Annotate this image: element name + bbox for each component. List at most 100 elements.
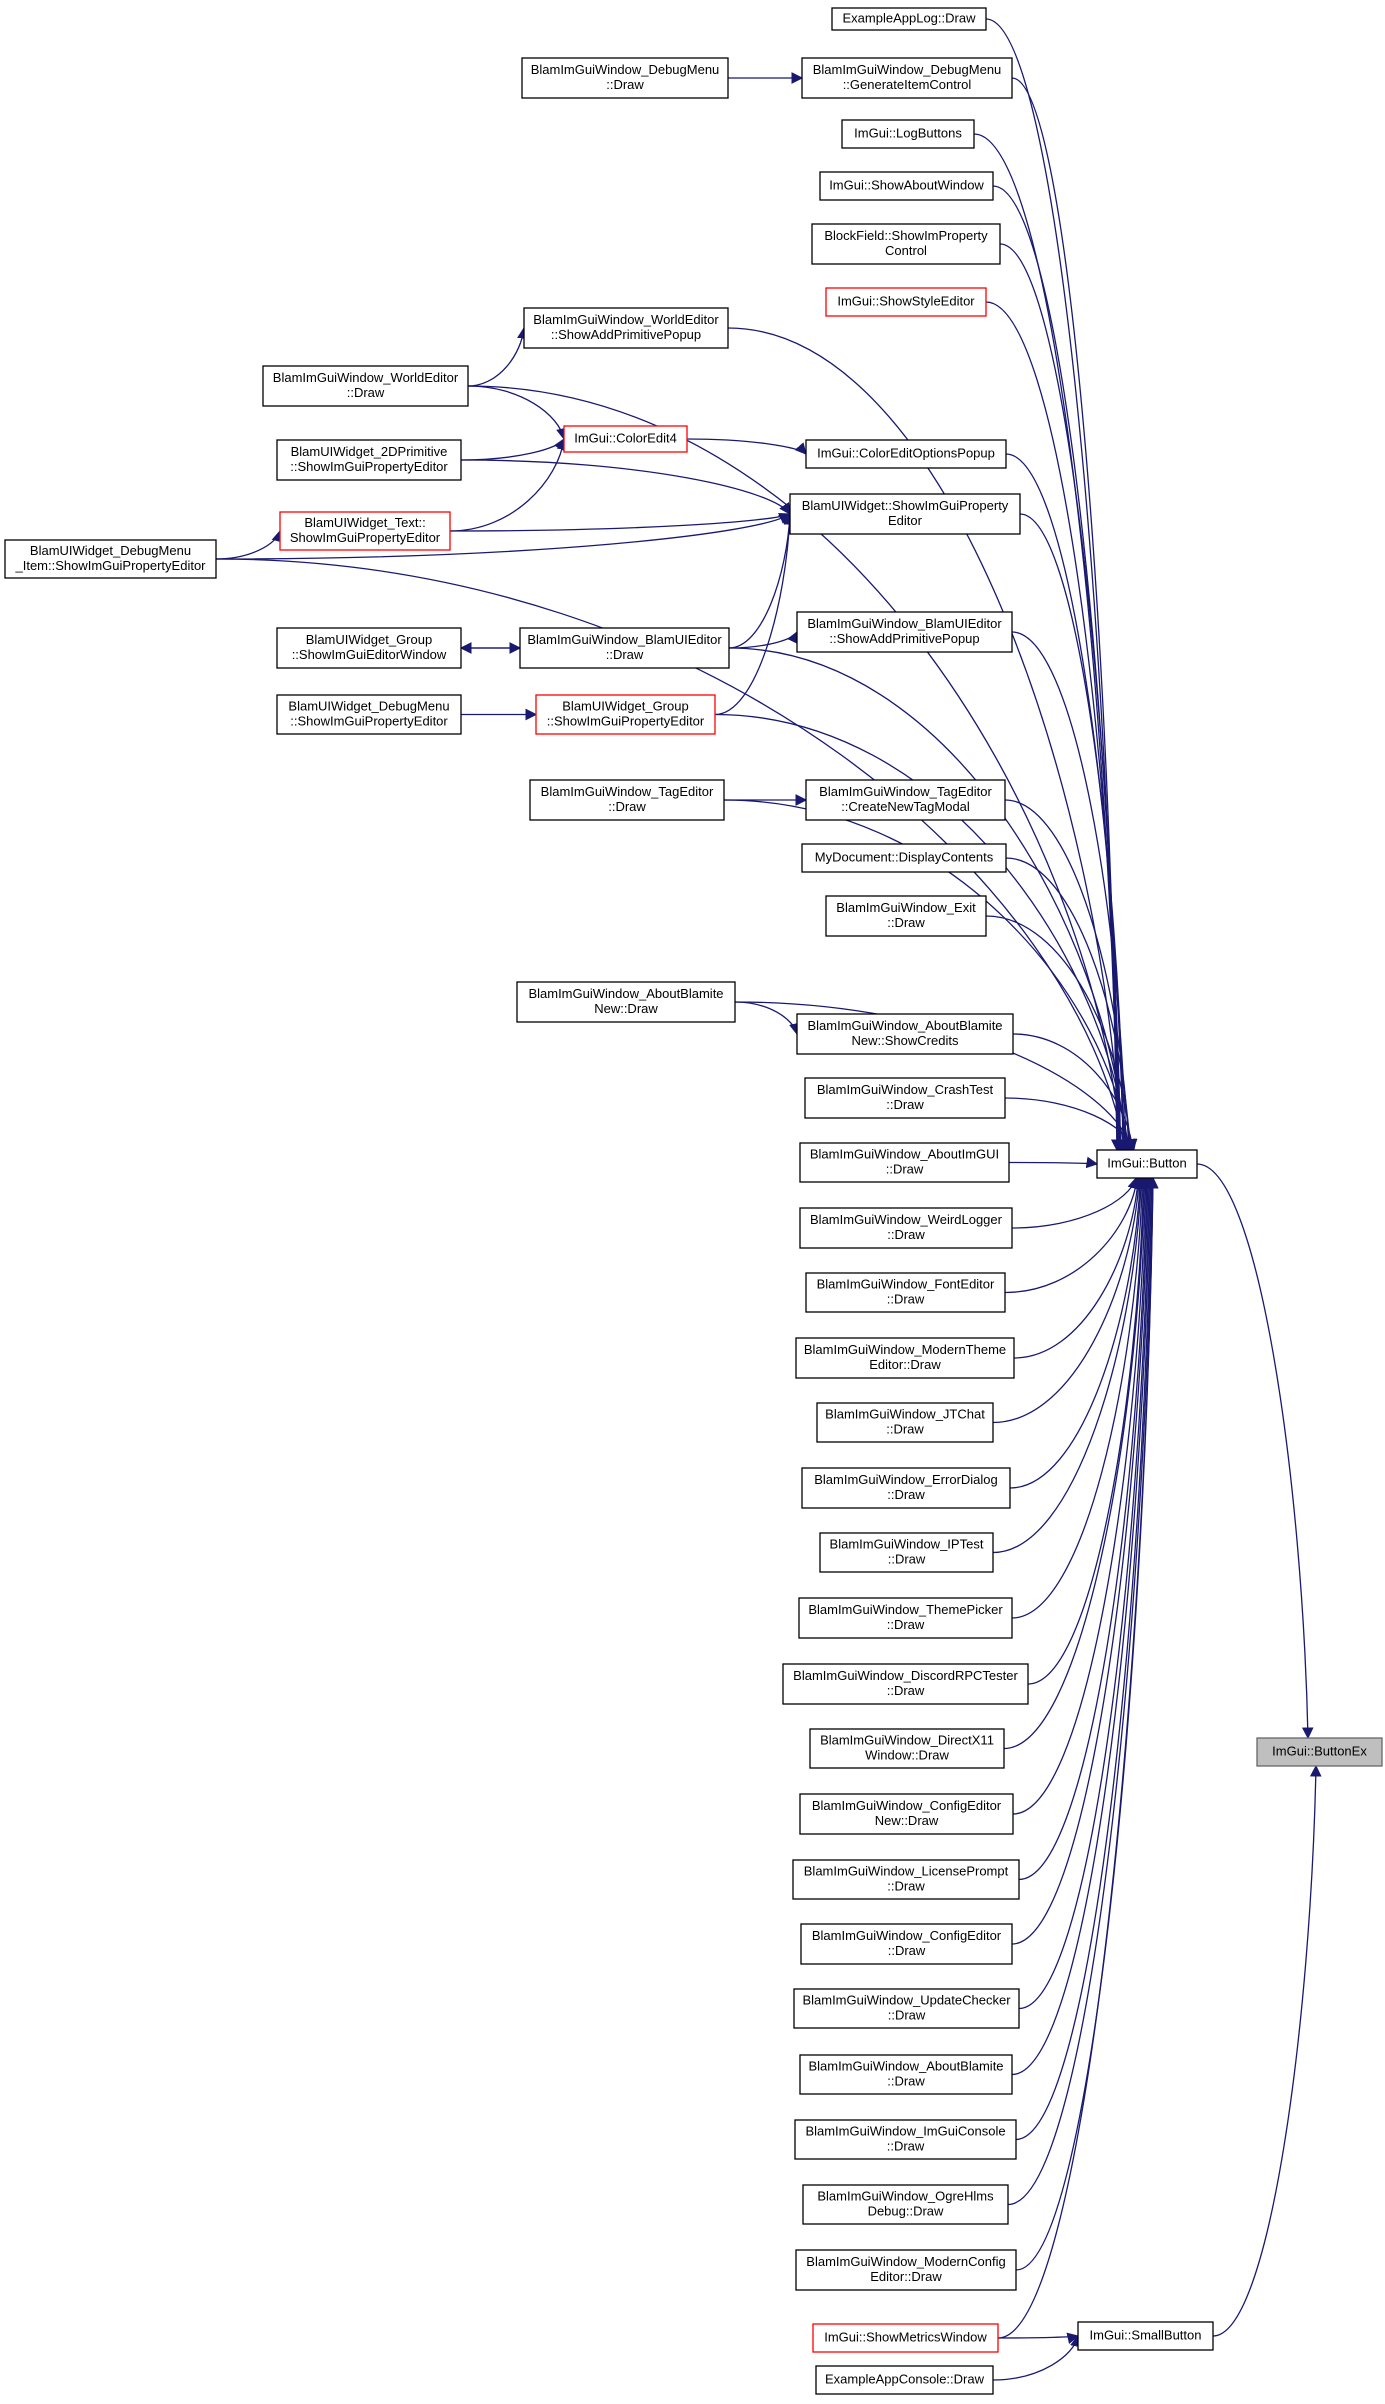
node-box[interactable]	[276, 439, 462, 481]
node-jtchat[interactable]: BlamImGuiWindow_JTChat::Draw	[816, 1402, 994, 1443]
node-wgroup_prop[interactable]: BlamUIWidget_Group::ShowImGuiPropertyEdi…	[535, 694, 716, 735]
node-crashtest[interactable]: BlamImGuiWindow_CrashTest::Draw	[804, 1077, 1006, 1119]
node-box[interactable]	[815, 2365, 994, 2395]
node-box[interactable]	[799, 2054, 1013, 2095]
node-iptest[interactable]: BlamImGuiWindow_IPTest::Draw	[819, 1532, 994, 1573]
node-licenseprompt[interactable]: BlamImGuiWindow_LicensePrompt::Draw	[792, 1859, 1020, 1900]
node-box[interactable]	[800, 1923, 1013, 1965]
node-box[interactable]	[801, 1467, 1011, 1509]
node-box[interactable]	[816, 1402, 994, 1443]
node-debugmenu_gen[interactable]: BlamImGuiWindow_DebugMenu::GenerateItemC…	[801, 57, 1013, 99]
node-appconsole[interactable]: ExampleAppConsole::Draw	[815, 2365, 994, 2395]
node-aboutblamite[interactable]: BlamImGuiWindow_AboutBlamite::Draw	[799, 2054, 1013, 2095]
node-box[interactable]	[798, 1597, 1013, 1639]
node-box[interactable]	[831, 7, 987, 31]
node-box[interactable]	[1077, 2321, 1214, 2351]
node-box[interactable]	[801, 57, 1013, 99]
node-updatechecker[interactable]: BlamImGuiWindow_UpdateChecker::Draw	[793, 1988, 1020, 2029]
node-w2dprim[interactable]: BlamUIWidget_2DPrimitive::ShowImGuiPrope…	[276, 439, 462, 481]
node-box[interactable]	[792, 1859, 1020, 1900]
node-box[interactable]	[809, 1728, 1005, 1769]
node-showabout[interactable]: ImGui::ShowAboutWindow	[819, 171, 994, 201]
node-coloredit4[interactable]: ImGui::ColorEdit4	[563, 425, 688, 453]
node-box[interactable]	[516, 981, 736, 1023]
node-box[interactable]	[841, 119, 975, 149]
node-discordrpc[interactable]: BlamImGuiWindow_DiscordRPCTester::Draw	[782, 1663, 1029, 1705]
node-tageditor_modal[interactable]: BlamImGuiWindow_TagEditor::CreateNewTagM…	[805, 779, 1006, 821]
node-box[interactable]	[789, 493, 1021, 535]
node-imguiconsole[interactable]: BlamImGuiWindow_ImGuiConsole::Draw	[794, 2119, 1017, 2160]
node-wtext[interactable]: BlamUIWidget_Text::ShowImGuiPropertyEdit…	[279, 511, 451, 551]
node-box[interactable]	[529, 779, 725, 821]
node-box[interactable]	[1096, 1149, 1198, 1179]
node-box[interactable]	[799, 1793, 1014, 1835]
node-button[interactable]: ImGui::Button	[1096, 1149, 1198, 1179]
node-box[interactable]	[804, 1077, 1006, 1119]
node-box[interactable]	[793, 1988, 1020, 2029]
node-box[interactable]	[279, 511, 451, 551]
node-box[interactable]	[535, 694, 716, 735]
node-box[interactable]	[801, 843, 1007, 873]
node-worldeditor_draw[interactable]: BlamImGuiWindow_WorldEditor::Draw	[262, 365, 469, 407]
node-box[interactable]	[799, 1207, 1013, 1249]
node-fonteditor[interactable]: BlamImGuiWindow_FontEditor::Draw	[805, 1272, 1006, 1313]
node-aboutimgui[interactable]: BlamImGuiWindow_AboutImGUI::Draw	[799, 1142, 1010, 1183]
node-box[interactable]	[819, 171, 994, 201]
node-aboutnew_credits[interactable]: BlamImGuiWindow_AboutBlamiteNew::ShowCre…	[796, 1013, 1014, 1055]
node-weirdlogger[interactable]: BlamImGuiWindow_WeirdLogger::Draw	[799, 1207, 1013, 1249]
node-box[interactable]	[4, 539, 217, 579]
node-box[interactable]	[521, 57, 729, 99]
node-box[interactable]	[811, 223, 1001, 265]
node-box[interactable]	[276, 627, 462, 669]
node-box[interactable]	[812, 2323, 999, 2353]
node-box[interactable]	[805, 1272, 1006, 1313]
node-box[interactable]	[825, 287, 987, 317]
node-errordialog[interactable]: BlamImGuiWindow_ErrorDialog::Draw	[801, 1467, 1011, 1509]
node-smallbutton[interactable]: ImGui::SmallButton	[1077, 2321, 1214, 2351]
node-box[interactable]	[795, 1337, 1015, 1379]
node-showmetrics[interactable]: ImGui::ShowMetricsWindow	[812, 2323, 999, 2353]
node-box[interactable]	[805, 779, 1006, 821]
node-mydocument[interactable]: MyDocument::DisplayContents	[801, 843, 1007, 873]
node-box[interactable]	[563, 425, 688, 453]
node-exit[interactable]: BlamImGuiWindow_Exit::Draw	[825, 895, 987, 937]
node-uieditor_popup[interactable]: BlamImGuiWindow_BlamUIEditor::ShowAddPri…	[796, 611, 1013, 653]
node-box[interactable]	[519, 627, 730, 669]
node-wdebugmenu[interactable]: BlamUIWidget_DebugMenu::ShowImGuiPropert…	[276, 694, 462, 735]
node-wbase[interactable]: BlamUIWidget::ShowImGuiPropertyEditor	[789, 493, 1021, 535]
node-box[interactable]	[262, 365, 469, 407]
node-exampleapplog[interactable]: ExampleAppLog::Draw	[831, 7, 987, 31]
node-wdebugitem[interactable]: BlamUIWidget_DebugMenu_Item::ShowImGuiPr…	[4, 539, 217, 579]
node-wgroup_win[interactable]: BlamUIWidget_Group::ShowImGuiEditorWindo…	[276, 627, 462, 669]
node-box[interactable]	[795, 2249, 1017, 2291]
node-buttonex[interactable]: ImGui::ButtonEx	[1256, 1737, 1383, 1767]
node-uieditor_draw[interactable]: BlamImGuiWindow_BlamUIEditor::Draw	[519, 627, 730, 669]
node-configeditor[interactable]: BlamImGuiWindow_ConfigEditor::Draw	[800, 1923, 1013, 1965]
node-box[interactable]	[276, 694, 462, 735]
node-box[interactable]	[782, 1663, 1029, 1705]
node-box[interactable]	[805, 439, 1007, 469]
node-box[interactable]	[1256, 1737, 1383, 1767]
node-box[interactable]	[794, 2119, 1017, 2160]
node-box[interactable]	[799, 1142, 1010, 1183]
node-debugmenu_draw[interactable]: BlamImGuiWindow_DebugMenu::Draw	[521, 57, 729, 99]
node-box[interactable]	[802, 2184, 1009, 2225]
node-box[interactable]	[796, 611, 1013, 653]
node-tageditor_draw[interactable]: BlamImGuiWindow_TagEditor::Draw	[529, 779, 725, 821]
node-worldeditor_popup[interactable]: BlamImGuiWindow_WorldEditor::ShowAddPrim…	[523, 307, 729, 349]
node-box[interactable]	[825, 895, 987, 937]
node-box[interactable]	[523, 307, 729, 349]
node-box[interactable]	[819, 1532, 994, 1573]
node-showstyle[interactable]: ImGui::ShowStyleEditor	[825, 287, 987, 317]
node-coloreditopts[interactable]: ImGui::ColorEditOptionsPopup	[805, 439, 1007, 469]
node-box[interactable]	[796, 1013, 1014, 1055]
node-themepicker[interactable]: BlamImGuiWindow_ThemePicker::Draw	[798, 1597, 1013, 1639]
node-logbuttons[interactable]: ImGui::LogButtons	[841, 119, 975, 149]
